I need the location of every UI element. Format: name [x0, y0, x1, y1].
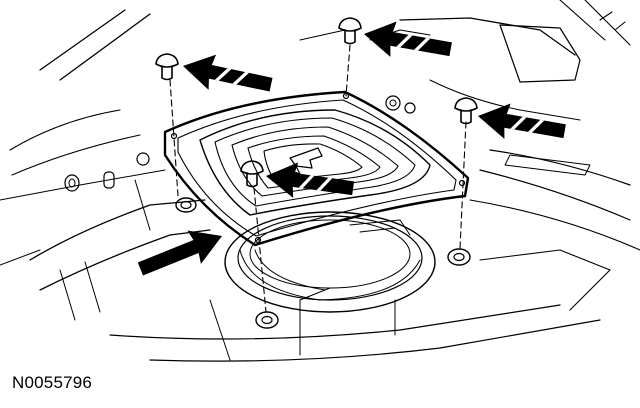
bolt-icon: [454, 97, 478, 125]
arrow-icon: [183, 54, 273, 92]
bolt-icon: [240, 160, 264, 188]
bolt-icon: [155, 53, 179, 81]
module-plate: [163, 90, 470, 247]
background-structure: [0, 0, 640, 362]
bolt-hole: [458, 179, 466, 187]
mounting-boss: [175, 197, 197, 213]
grommet-icon: [103, 171, 115, 189]
bolt-hole: [254, 236, 262, 244]
arrow-icon: [266, 162, 355, 199]
bolt-icon: [338, 17, 362, 45]
grommet-icon: [136, 152, 150, 166]
mounting-boss: [447, 248, 471, 266]
grommet-icon: [64, 174, 80, 192]
alignment-lines: [169, 44, 467, 313]
bolt-hole: [342, 92, 350, 100]
grommet-icon: [385, 95, 401, 111]
lower-ring-assembly: [224, 211, 436, 313]
grommet-icon: [404, 102, 416, 114]
arrow-icon: [137, 230, 222, 276]
arrow-icon: [364, 21, 452, 57]
figure-id-label: N0055796: [12, 373, 93, 392]
arrow-icon: [478, 103, 566, 139]
mounting-boss: [255, 311, 279, 329]
